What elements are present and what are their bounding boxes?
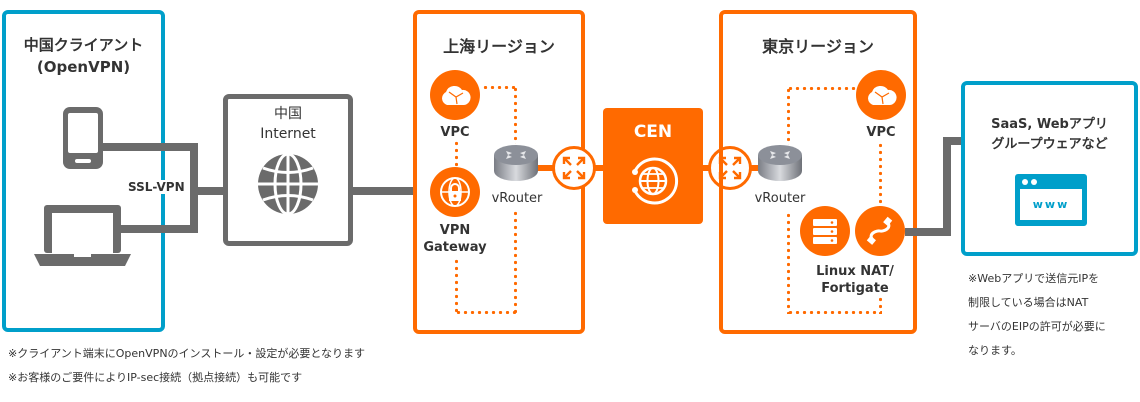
- cen-box: [603, 108, 703, 224]
- cen-label: CEN: [633, 122, 673, 142]
- shanghai-vrouter-label: vRouter: [491, 191, 543, 206]
- shanghai-vrouter-icon: [492, 143, 540, 185]
- tokyo-router-up-dotted-link: [787, 87, 790, 145]
- shanghai-gateway-down-dotted-link: [455, 258, 458, 314]
- eip-note: ※Webアプリで送信元IPを 制限している場合はNAT サーバのEIPの許可が必…: [968, 272, 1106, 357]
- shanghai-vpc-gateway-dotted-link: [455, 140, 458, 168]
- tokyo-vpc-nat-dotted-link: [879, 142, 882, 206]
- china-client-box: [2, 10, 165, 332]
- browser-www-text: www: [1032, 198, 1070, 211]
- globe-icon: [257, 153, 319, 215]
- shanghai-router-down-dotted-link: [514, 210, 517, 314]
- china-internet-title: 中国 Internet: [260, 106, 316, 142]
- laptop-icon: [34, 205, 131, 267]
- tokyo-region-box: [719, 10, 917, 334]
- shanghai-vpc-label: VPC: [440, 125, 470, 140]
- tokyo-cen-attachment-icon: [708, 146, 752, 190]
- linux-nat-fortigate-label: Linux NAT/ Fortigate: [816, 264, 894, 296]
- phone-connector: [102, 143, 198, 151]
- shanghai-region-title: 上海リージョン: [443, 37, 555, 56]
- nat-to-saas-line-3: [943, 137, 963, 145]
- ipsec-option-note: ※お客様のご要件によりIP-sec接続（拠点接続）も可能です: [8, 371, 303, 384]
- tokyo-region-title: 東京リージョン: [762, 37, 874, 56]
- vpn-gateway-label: VPN Gateway: [423, 223, 487, 255]
- ssl-vpn-label: SSL-VPN: [127, 180, 186, 194]
- shanghai-vpc-icon: [430, 70, 480, 120]
- nat-to-saas-line-2: [943, 137, 951, 236]
- tokyo-vpc-label: VPC: [866, 125, 896, 140]
- shanghai-bottom-dotted-link: [455, 311, 517, 314]
- shanghai-vpc-router-dotted-link: [514, 86, 517, 144]
- shanghai-vpc-dotted-link: [482, 86, 518, 89]
- china-client-title: 中国クライアント (OpenVPN): [23, 36, 144, 76]
- laptop-connector: [120, 225, 198, 233]
- internet-to-vpn-line: [353, 187, 433, 195]
- browser-content: www: [1020, 189, 1082, 220]
- browser-dot: [1031, 179, 1037, 185]
- server-icon: [800, 206, 850, 256]
- tokyo-vrouter-label: vRouter: [754, 191, 806, 206]
- shanghai-cen-attachment-icon: [552, 146, 596, 190]
- client-to-internet-line: [190, 187, 230, 195]
- browser-dot: [1022, 179, 1028, 185]
- cen-globe-icon: [627, 155, 679, 207]
- openvpn-install-note: ※クライアント端末にOpenVPNのインストール・設定が必要となります: [8, 347, 365, 360]
- nat-to-saas-line-1: [905, 228, 951, 236]
- tokyo-vrouter-icon: [756, 143, 804, 185]
- saas-box: [961, 81, 1138, 256]
- tokyo-vpc-dotted-link: [787, 87, 857, 90]
- tokyo-bottom-dotted-link: [787, 311, 882, 314]
- tokyo-nat-down-dotted-link: [879, 296, 882, 314]
- fortigate-cable-icon: [855, 206, 905, 256]
- saas-title: SaaS, Webアプリ グループウェアなど: [991, 117, 1108, 152]
- smartphone-icon: [63, 107, 103, 169]
- browser-window-icon: www: [1015, 174, 1087, 226]
- tokyo-vpc-icon: [856, 70, 906, 120]
- tokyo-router-down-dotted-link: [787, 212, 790, 314]
- vpn-gateway-icon: [430, 167, 480, 217]
